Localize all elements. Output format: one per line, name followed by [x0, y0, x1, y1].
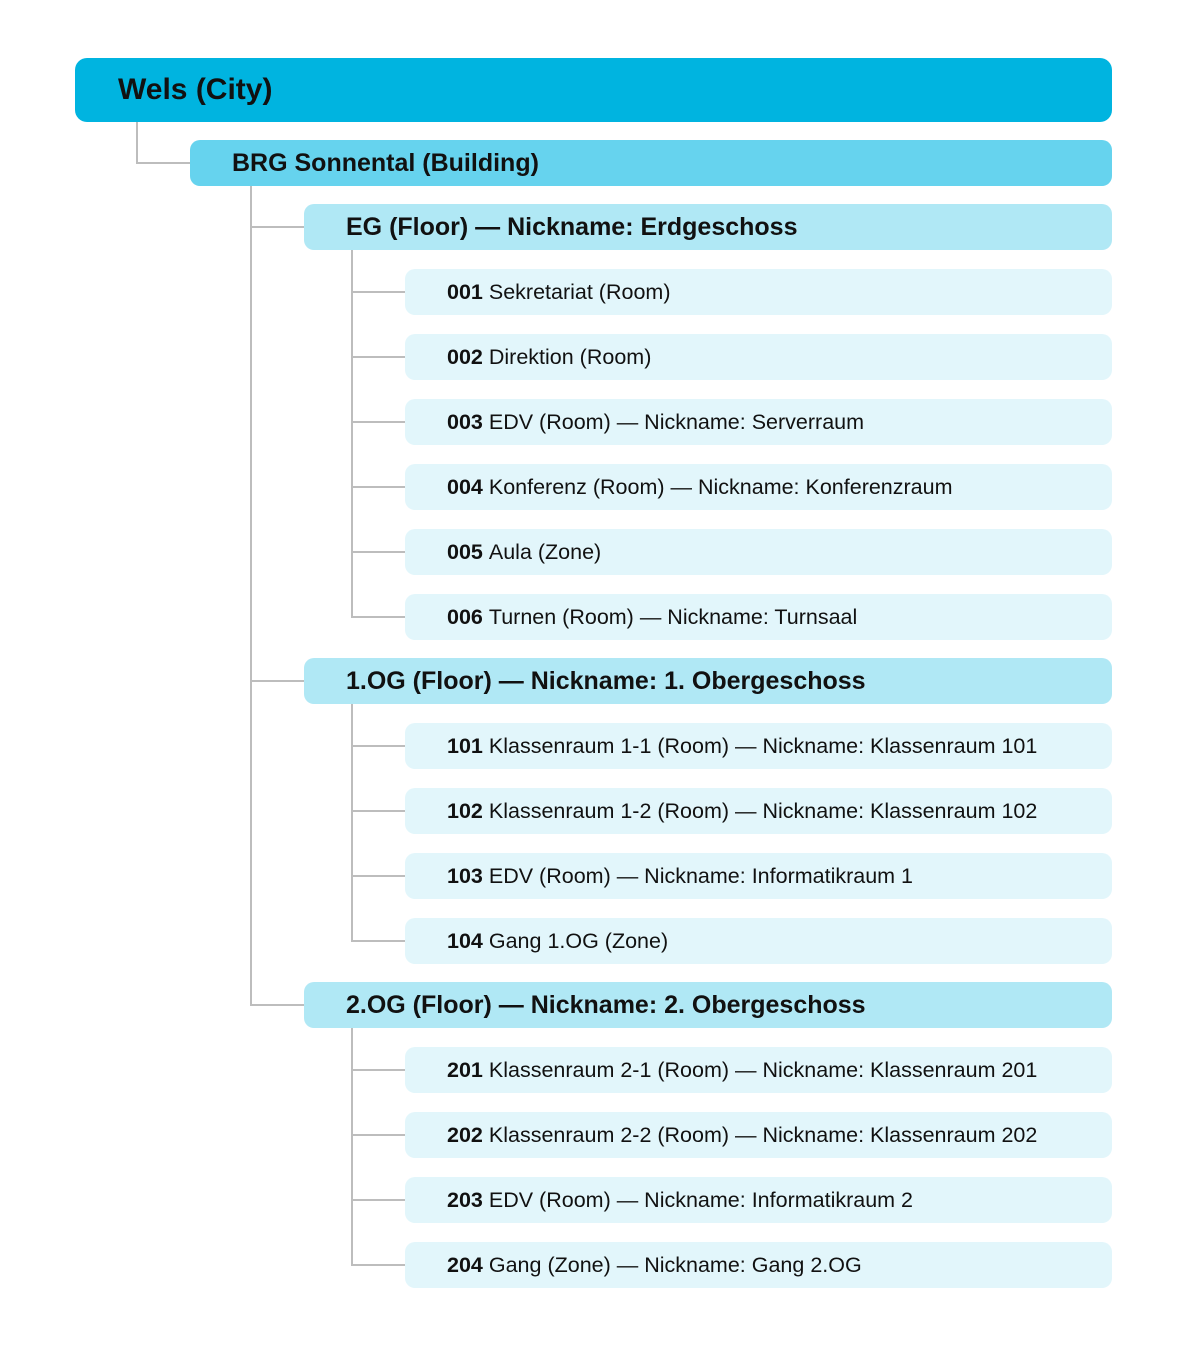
connector-floor-room	[351, 616, 405, 618]
connector-floor-vertical	[351, 250, 353, 618]
connector-floor-room	[351, 1134, 405, 1136]
room-label: EDV (Room) — Nickname: Serverraum	[488, 409, 865, 434]
connector-floor-room	[351, 1264, 405, 1266]
room-number: 102	[447, 798, 483, 823]
room-number: 202	[447, 1122, 483, 1147]
floor-label: 2.OG (Floor) — Nickname: 2. Obergeschoss	[346, 990, 866, 1019]
room-number: 104	[447, 928, 483, 953]
room-label: Klassenraum 2-2 (Room) — Nickname: Klass…	[488, 1122, 1038, 1147]
city-node: Wels (City)	[75, 58, 1112, 122]
connector-floor-room	[351, 356, 405, 358]
connector-building-floor	[250, 1004, 304, 1006]
connector-floor-room	[351, 1069, 405, 1071]
connector-city-building	[136, 162, 190, 164]
room-label: Gang 1.OG (Zone)	[488, 928, 669, 953]
room-label: Turnen (Room) — Nickname: Turnsaal	[488, 604, 858, 629]
floor-node: EG (Floor) — Nickname: Erdgeschoss	[304, 204, 1112, 250]
connector-floor-room	[351, 940, 405, 942]
room-number: 103	[447, 863, 483, 888]
building-label: BRG Sonnental (Building)	[232, 148, 539, 177]
room-number: 001	[447, 279, 483, 304]
connector-floor-vertical	[351, 704, 353, 942]
connector-building-floor	[250, 226, 304, 228]
connector-floor-vertical	[351, 1028, 353, 1266]
room-number: 004	[447, 474, 483, 499]
room-label: Aula (Zone)	[488, 539, 602, 564]
connector-floor-room	[351, 421, 405, 423]
connector-building-floor	[250, 680, 304, 682]
room-number: 003	[447, 409, 483, 434]
connector-floor-room	[351, 291, 405, 293]
room-number: 201	[447, 1057, 483, 1082]
building-node: BRG Sonnental (Building)	[190, 140, 1112, 186]
floor-node: 2.OG (Floor) — Nickname: 2. Obergeschoss	[304, 982, 1112, 1028]
connector-building-vertical	[250, 186, 252, 1006]
connector-floor-room	[351, 1199, 405, 1201]
room-label: Sekretariat (Room)	[488, 279, 671, 304]
floor-node: 1.OG (Floor) — Nickname: 1. Obergeschoss	[304, 658, 1112, 704]
room-number: 005	[447, 539, 483, 564]
room-label: Klassenraum 2-1 (Room) — Nickname: Klass…	[488, 1057, 1038, 1082]
connector-floor-room	[351, 810, 405, 812]
room-number: 006	[447, 604, 483, 629]
city-label: Wels (City)	[118, 73, 273, 106]
room-number: 002	[447, 344, 483, 369]
room-label: Direktion (Room)	[488, 344, 652, 369]
connector-floor-room	[351, 486, 405, 488]
room-number: 203	[447, 1187, 483, 1212]
connector-floor-room	[351, 745, 405, 747]
room-label: EDV (Room) — Nickname: Informatikraum 1	[488, 863, 914, 888]
room-number: 101	[447, 733, 483, 758]
room-label: Gang (Zone) — Nickname: Gang 2.OG	[488, 1252, 862, 1277]
room-label: Klassenraum 1-2 (Room) — Nickname: Klass…	[488, 798, 1038, 823]
connector-floor-room	[351, 875, 405, 877]
room-label: Konferenz (Room) — Nickname: Konferenzra…	[488, 474, 953, 499]
floor-label: 1.OG (Floor) — Nickname: 1. Obergeschoss	[346, 666, 866, 695]
room-number: 204	[447, 1252, 483, 1277]
connector-city-building	[136, 122, 138, 164]
room-label: EDV (Room) — Nickname: Informatikraum 2	[488, 1187, 914, 1212]
room-label: Klassenraum 1-1 (Room) — Nickname: Klass…	[488, 733, 1038, 758]
connector-floor-room	[351, 551, 405, 553]
floor-label: EG (Floor) — Nickname: Erdgeschoss	[346, 212, 798, 241]
